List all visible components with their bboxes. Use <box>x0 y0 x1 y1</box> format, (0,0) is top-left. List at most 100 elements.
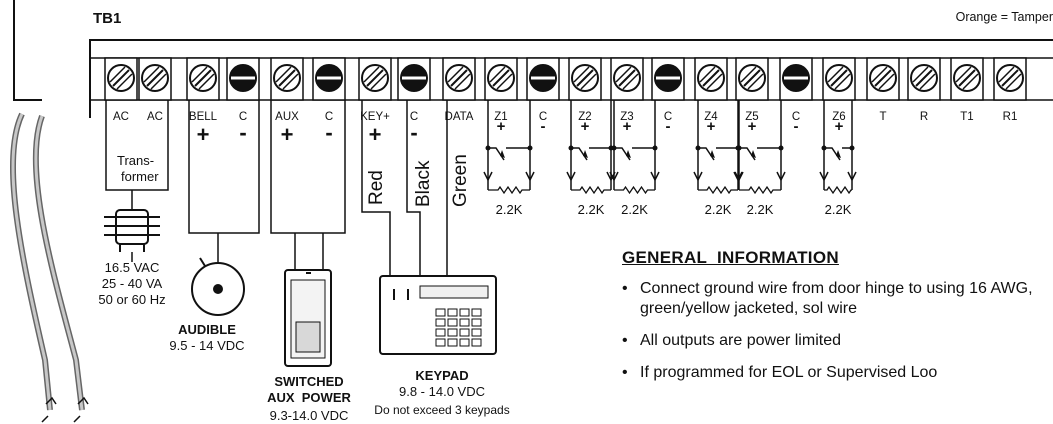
keypad-icon <box>379 275 497 355</box>
bell-minus-sign: - <box>239 120 246 145</box>
transformer-icon <box>104 209 160 252</box>
zone-plus-sign: + <box>581 118 590 135</box>
terminal-z4: Z4 <box>694 57 728 123</box>
bell-plus-sign: + <box>197 122 210 147</box>
keypad-black-wire <box>406 100 421 276</box>
resistor-label: 2.2K <box>747 202 774 217</box>
wire-black-label: Black <box>413 160 434 207</box>
terminal-label: Z2 <box>578 111 591 123</box>
terminal-aux: AUX <box>270 57 304 123</box>
terminal-r: R <box>907 57 941 123</box>
zone-plus-sign: + <box>748 118 757 135</box>
terminal-label: T <box>879 111 886 123</box>
aux-minus-sign: - <box>325 120 332 145</box>
terminal-ac: AC <box>138 57 172 123</box>
terminal-label: C <box>325 111 333 123</box>
terminal-label: R1 <box>1003 111 1018 123</box>
terminal-ac: AC <box>104 57 138 123</box>
terminal-t1: T1 <box>950 57 984 123</box>
legend-partial: ...p... <box>1025 0 1053 11</box>
ground-lug <box>41 396 57 423</box>
zone-minus-sign: - <box>541 118 546 135</box>
terminal-label: Z1 <box>494 111 507 123</box>
terminal-board <box>89 39 1053 118</box>
transformer-spec-2: 25 - 40 VA <box>102 276 163 291</box>
wire <box>294 233 324 270</box>
terminal-label: C <box>539 111 547 123</box>
terminal-label: KEY+ <box>360 111 390 123</box>
key-minus-sign: - <box>410 120 417 145</box>
terminal-label: AUX <box>275 111 299 123</box>
terminal-c: C <box>779 57 813 123</box>
resistor-label: 2.2K <box>578 202 605 217</box>
terminal-z1: Z1 <box>484 57 518 123</box>
audible-spec: 9.5 - 14 VDC <box>169 338 244 353</box>
terminal-z2: Z2 <box>568 57 602 123</box>
terminal-label: DATA <box>445 111 474 123</box>
keypad-note: Do not exceed 3 keypads <box>374 403 509 417</box>
resistor-label: 2.2K <box>705 202 732 217</box>
terminal-label: C <box>664 111 672 123</box>
enclosure-edge <box>13 0 42 101</box>
terminal-label: Z6 <box>832 111 845 123</box>
audible-title: AUDIBLE <box>178 322 236 337</box>
terminal-key-plus: KEY+ <box>358 57 392 123</box>
transformer-label-2: former <box>121 169 159 184</box>
zone-plus-sign: + <box>497 118 506 135</box>
general-info-title: GENERAL INFORMATION <box>622 248 839 267</box>
general-info-item: Connect ground wire from door hinge to u… <box>622 279 1053 319</box>
zone-minus-sign: - <box>666 118 671 135</box>
aux-power-device-icon <box>284 269 332 367</box>
terminal-z6: Z6 <box>822 57 856 123</box>
bell-wires <box>188 100 260 234</box>
switched-aux-title-2: AUX POWER <box>267 390 351 405</box>
zone-eol-circuit-5: 2.2K <box>734 100 786 217</box>
terminal-bell: BELL <box>186 57 220 123</box>
zone-eol-circuit-1: 2.2K <box>483 100 535 217</box>
zone-plus-sign: + <box>707 118 716 135</box>
resistor-label: 2.2K <box>825 202 852 217</box>
zone-eol-circuit-6: 2.2K <box>819 100 857 217</box>
terminal-label: R <box>920 111 928 123</box>
aux-plus-sign: + <box>281 122 294 147</box>
board-label: TB1 <box>93 10 121 27</box>
general-info-item: All outputs are power limited <box>622 331 1053 351</box>
wire-green-label: Green <box>450 154 471 207</box>
transformer-wires <box>105 100 169 191</box>
terminal-z3: Z3 <box>610 57 644 123</box>
terminal-label: T1 <box>960 111 973 123</box>
keypad-title: KEYPAD <box>415 368 468 383</box>
terminal-label: Z3 <box>620 111 633 123</box>
terminal-c: C <box>526 57 560 123</box>
terminal-t: T <box>866 57 900 123</box>
terminal-label: C <box>410 111 418 123</box>
terminal-label: AC <box>113 111 129 123</box>
zone-plus-sign: + <box>623 118 632 135</box>
legend-tamper: Orange = Tamper <box>955 10 1053 24</box>
zone-plus-sign: + <box>835 118 844 135</box>
terminal-label: Z4 <box>704 111 718 123</box>
terminal-z5: Z5 <box>735 57 769 123</box>
keypad-red-wire <box>361 100 391 276</box>
general-info-list: Connect ground wire from door hinge to u… <box>622 279 1053 395</box>
switched-aux-spec: 9.3-14.0 VDC <box>270 408 349 423</box>
zone-eol-circuit-3: 2.2K <box>609 100 660 217</box>
keypad-spec: 9.8 - 14.0 VDC <box>399 384 485 399</box>
general-info-item: If programmed for EOL or Supervised Loo <box>622 363 1053 383</box>
siren-icon <box>191 257 245 316</box>
terminal-data: DATA <box>442 57 476 123</box>
terminal-c: C <box>226 57 260 123</box>
aux-wires <box>270 100 346 234</box>
terminal-r1: R1 <box>993 57 1027 123</box>
terminal-c: C <box>397 57 431 123</box>
wire-color-legend: ...p... Orange = Tamper <box>956 0 1053 24</box>
transformer-label-1: Trans- <box>117 153 154 168</box>
terminal-label: C <box>239 111 247 123</box>
terminal-label: BELL <box>189 111 218 123</box>
wire-red-label: Red <box>366 170 387 205</box>
zone-eol-circuit-4: 2.2K <box>693 100 743 217</box>
key-plus-sign: + <box>369 122 382 147</box>
terminal-c: C <box>312 57 346 123</box>
